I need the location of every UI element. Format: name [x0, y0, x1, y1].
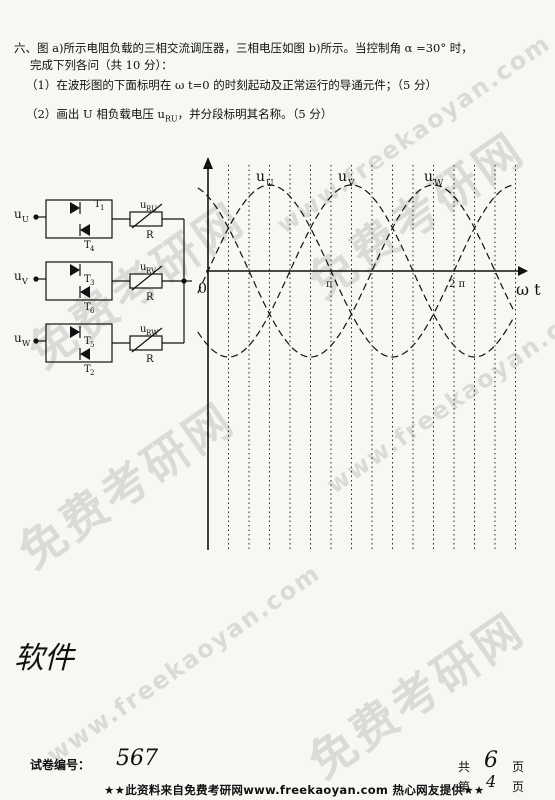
- grid-lines: [228, 165, 516, 550]
- curve-label-u-sub: U: [266, 179, 274, 189]
- total-pages: 6: [484, 748, 498, 773]
- thyristor-label: T: [94, 199, 101, 210]
- phase-v-branch: u V T 3 T 6 u RV R: [14, 261, 184, 315]
- curve-label-u: u: [256, 169, 265, 185]
- thyristor-sub: 6: [90, 307, 95, 315]
- wt-axis-arrow: [518, 266, 528, 276]
- paper-code-label: 试卷编号：: [30, 758, 91, 772]
- thyristor-label: T: [84, 364, 91, 375]
- handwritten-note: 软件: [14, 641, 74, 676]
- input-label-w: u: [14, 331, 22, 345]
- resistor-label: R: [146, 292, 154, 303]
- sub-question-2-pre: （2）画出 U 相负载电压 u: [26, 107, 165, 121]
- sub-question-2: （2）画出 U 相负载电压 uRU，并分段标明其名称。（5 分）: [26, 106, 332, 123]
- footer-banner: ★★此资料来自免费考研网www.freekaoyan.com 热心网友提供★★: [104, 783, 485, 797]
- question-line-1: 六、图 a)所示电阻负载的三相交流调压器，三相电压如图 b)所示。当控制角 α …: [14, 41, 473, 55]
- load-voltage-sub: RU: [146, 205, 157, 213]
- curve-label-w-sub: W: [434, 179, 444, 189]
- load-voltage-label: u: [140, 200, 147, 211]
- curve-u: [197, 184, 515, 358]
- total-prefix: 共: [458, 760, 471, 774]
- load-voltage-sub: RW: [146, 329, 159, 337]
- origin-label: 0: [198, 281, 207, 297]
- thyristor-sub: 5: [90, 341, 94, 349]
- watermark-url: www.freekaoyan.com: [41, 558, 326, 770]
- thyristor-label: T: [84, 336, 91, 347]
- phase-u-branch: u U T 1 T 4 u RU R: [14, 199, 184, 253]
- load-voltage-label: u: [140, 262, 147, 273]
- voltage-axis-arrow: [203, 157, 213, 169]
- current-page: 4: [486, 772, 497, 791]
- resistor-label: R: [146, 354, 154, 365]
- sub-question-2-post: ，并分段标明其名称。（5 分）: [177, 107, 333, 121]
- thyristor-sub: 4: [90, 245, 95, 253]
- phase-w-branch: u W T 5 T 2 u RW R: [14, 323, 184, 377]
- two-pi-label: 2 π: [449, 279, 466, 290]
- load-voltage-sub: RV: [146, 267, 157, 275]
- sub-question-1: （1）在波形图的下面标明在 ω t=0 的时刻起动及正常运行的导通元件；（5 分…: [26, 78, 437, 92]
- thyristor-sub: 1: [100, 204, 104, 212]
- wt-axis-label: ω t: [516, 280, 541, 299]
- thyristor-sub: 3: [90, 279, 94, 287]
- input-sub-w: W: [22, 339, 31, 348]
- current-prefix: 第: [458, 780, 471, 794]
- current-suffix: 页: [512, 780, 525, 794]
- pi-label: π: [326, 279, 333, 290]
- sub-question-2-subscript: RU: [164, 114, 178, 124]
- circuit-diagram: u U T 1 T 4 u RU R u V T 3 T 6: [14, 199, 192, 377]
- voltage-curves: [197, 184, 515, 358]
- three-phase-waveform: 0 π 2 π ω t u U u V u W: [197, 157, 541, 550]
- thyristor-label: T: [84, 302, 91, 313]
- curve-v: [197, 184, 515, 358]
- input-label-u: u: [14, 207, 22, 221]
- resistor-label: R: [146, 230, 154, 241]
- curve-label-w: u: [424, 169, 433, 185]
- thyristor-sub: 2: [90, 369, 94, 377]
- curve-label-v: u: [338, 169, 347, 185]
- input-label-v: u: [14, 269, 22, 283]
- watermark: 免费考研网: [298, 601, 535, 790]
- curve-w: [197, 184, 515, 358]
- total-suffix: 页: [512, 760, 525, 774]
- input-sub-u: U: [22, 215, 29, 224]
- input-sub-v: V: [21, 277, 28, 286]
- paper-code: 567: [116, 746, 158, 771]
- thyristor-label: T: [84, 240, 91, 251]
- thyristor-label: T: [84, 274, 91, 285]
- curve-label-v-sub: V: [347, 179, 355, 189]
- load-voltage-label: u: [140, 324, 147, 335]
- question-line-2: 完成下列各问（共 10 分）：: [30, 58, 173, 72]
